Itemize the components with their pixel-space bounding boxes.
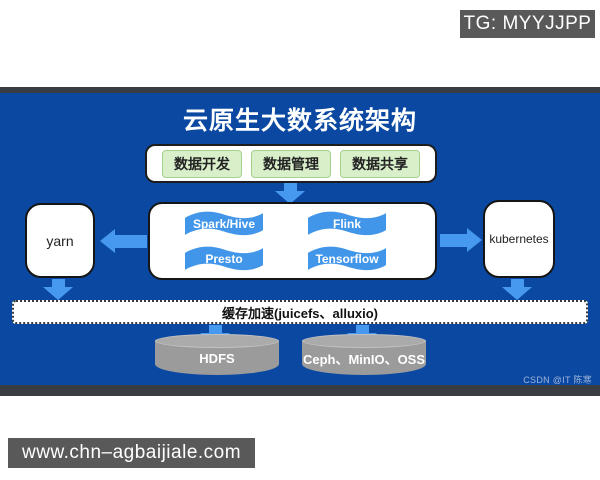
engine-label: Spark/Hive <box>192 217 256 231</box>
engine-ribbon-spark-hive: Spark/Hive <box>185 209 263 239</box>
compute-engine-box: Spark/Hive Flink Presto Tensorflow <box>148 202 437 280</box>
arrow-yarn-to-cache-icon <box>43 279 73 300</box>
architecture-diagram-panel: 云原生大数系统架构 数据开发 数据管理 数据共享 Spark/Hive Flin… <box>0 87 600 396</box>
pill-data-share: 数据共享 <box>340 149 420 178</box>
engine-label: Tensorflow <box>315 252 379 266</box>
engine-ribbon-flink: Flink <box>308 209 386 239</box>
arrow-engines-to-yarn-icon <box>100 229 147 253</box>
diagram-title: 云原生大数系统架构 <box>182 107 417 135</box>
engine-ribbon-presto: Presto <box>185 244 263 274</box>
csdn-watermark: CSDN @IT 陈寒 <box>523 375 592 385</box>
yarn-node: yarn <box>25 203 95 278</box>
cache-acceleration-bar: 缓存加速(juicefs、alluxio) <box>12 300 588 324</box>
wave-flag-shape <box>185 246 263 271</box>
cylinder-top-ellipse <box>302 334 426 348</box>
pill-data-mgmt: 数据管理 <box>251 149 331 178</box>
storage-cylinder-object-store: Ceph、MinIO、OSS <box>302 334 426 375</box>
wave-flag-shape <box>185 211 263 236</box>
engine-ribbon-tensorflow: Tensorflow <box>308 244 386 274</box>
storage-cylinder-hdfs: HDFS <box>155 334 279 375</box>
kubernetes-node-label: kubernetes <box>489 232 549 246</box>
wave-flag-shape <box>308 246 386 271</box>
cylinder-top-ellipse <box>155 334 279 348</box>
cache-bar-label: 缓存加速(juicefs、alluxio) <box>221 305 379 321</box>
kubernetes-node: kubernetes <box>483 200 555 278</box>
arrow-down-app-to-engines-icon <box>275 183 305 204</box>
url-badge-text: www.chn–agbaijiale.com <box>22 442 242 463</box>
app-layer-box: 数据开发 数据管理 数据共享 <box>145 144 437 183</box>
arrow-engines-to-kubernetes-icon <box>440 228 482 252</box>
yarn-node-label: yarn <box>46 232 74 249</box>
wave-flag-shape <box>308 211 386 236</box>
url-overlay-badge: www.chn–agbaijiale.com <box>8 438 256 468</box>
engine-label: Flink <box>332 217 361 231</box>
tg-badge-text: TG: MYYJJPP <box>463 13 592 34</box>
pill-data-dev: 数据开发 <box>162 149 242 178</box>
tg-overlay-badge: TG: MYYJJPP <box>460 10 595 38</box>
arrow-kubernetes-to-cache-icon <box>502 279 532 300</box>
engine-label: Presto <box>205 252 243 266</box>
storage-label: HDFS <box>199 350 235 366</box>
storage-label: Ceph、MinIO、OSS <box>302 351 426 367</box>
